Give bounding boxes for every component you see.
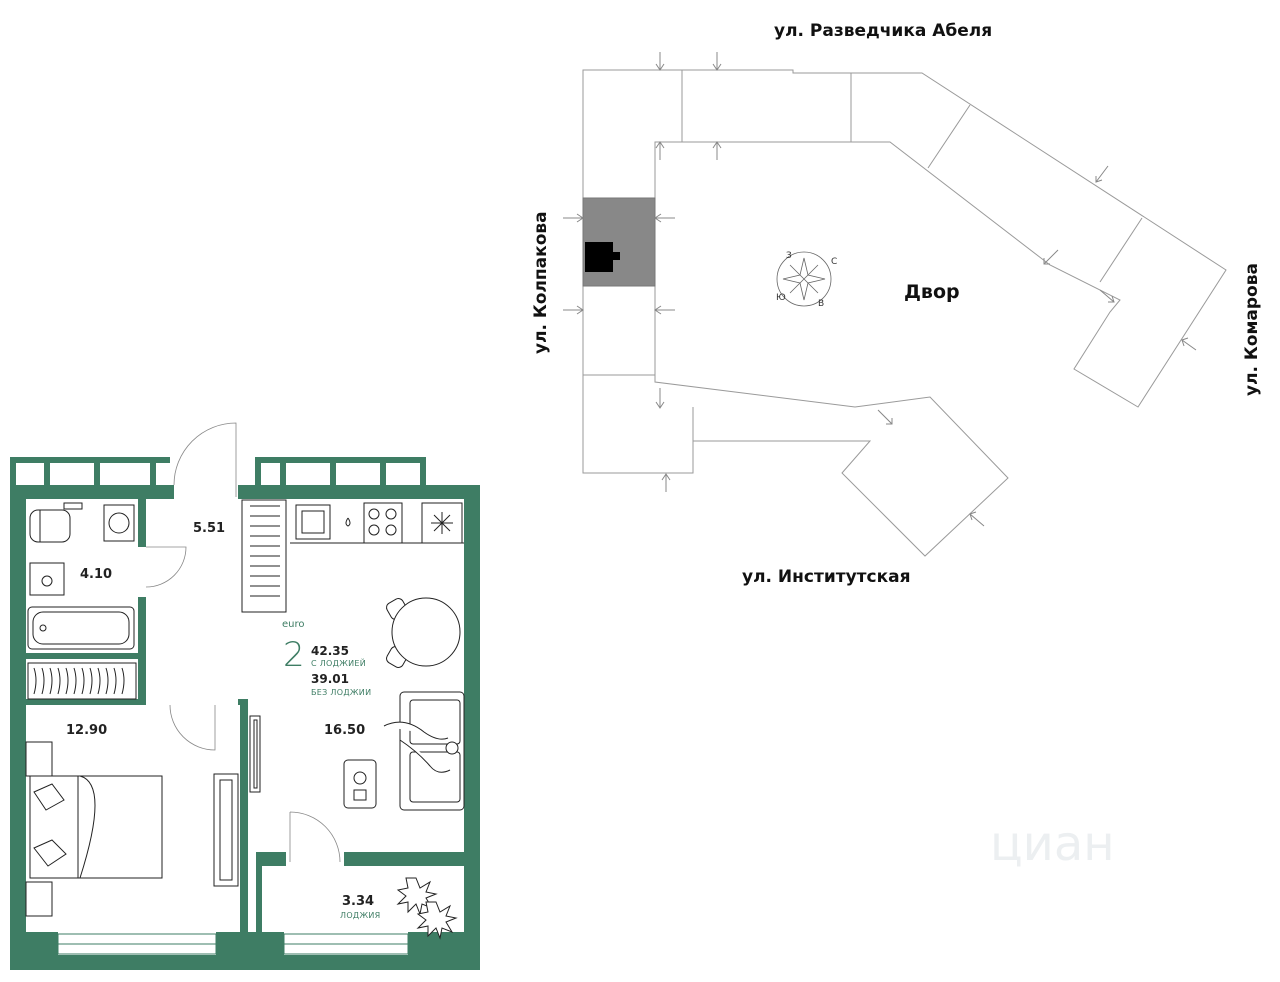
entrance-arrows: [563, 52, 1197, 527]
room-area-hall: 5.51: [193, 521, 225, 536]
apartment-marker: [585, 242, 613, 272]
compass-west: З: [786, 251, 792, 261]
dining-table: [386, 597, 461, 668]
bed: [25, 741, 239, 917]
loggia-caption: ЛОДЖИЯ: [340, 911, 381, 920]
floor-plan: [10, 422, 480, 970]
street-bottom: ул. Институтская: [742, 567, 911, 587]
kitchen: [241, 499, 464, 613]
building-outline: [582, 69, 1227, 557]
with-loggia-caption: С ЛОДЖИЕЙ: [311, 657, 366, 668]
compass-north: С: [831, 257, 837, 267]
apartment-marker-notch: [612, 252, 620, 260]
section-line: [1099, 217, 1143, 283]
tv-stand: [249, 715, 261, 793]
street-left: ул. Колпакова: [531, 211, 551, 354]
bathroom-fixtures: [27, 502, 137, 700]
street-top: ул. Разведчика Абеля: [774, 21, 992, 41]
yard-label: Двор: [904, 281, 960, 303]
windows-bottom: [57, 933, 409, 955]
doors: [145, 422, 341, 863]
compass-south: Ю: [776, 293, 786, 303]
watermark: циан: [990, 816, 1115, 872]
plants: [396, 877, 458, 940]
street-right: ул. Комарова: [1242, 263, 1262, 396]
rooms-count: 2: [283, 635, 305, 675]
compass-east: В: [818, 299, 824, 309]
site-plan: [563, 52, 1227, 557]
room-area-loggia: 3.34: [342, 894, 374, 909]
compass-rose: [776, 251, 832, 307]
room-area-bedroom: 12.90: [66, 723, 107, 738]
area-without-loggia: 39.01: [311, 672, 349, 686]
type-label: euro: [282, 619, 305, 630]
area-with-loggia: 42.35: [311, 644, 349, 658]
room-area-bathroom: 4.10: [80, 567, 112, 582]
room-area-living: 16.50: [324, 723, 365, 738]
without-loggia-caption: БЕЗ ЛОДЖИИ: [311, 688, 371, 697]
sofa: [343, 691, 465, 811]
walls: [10, 457, 480, 970]
section-line: [927, 104, 971, 169]
